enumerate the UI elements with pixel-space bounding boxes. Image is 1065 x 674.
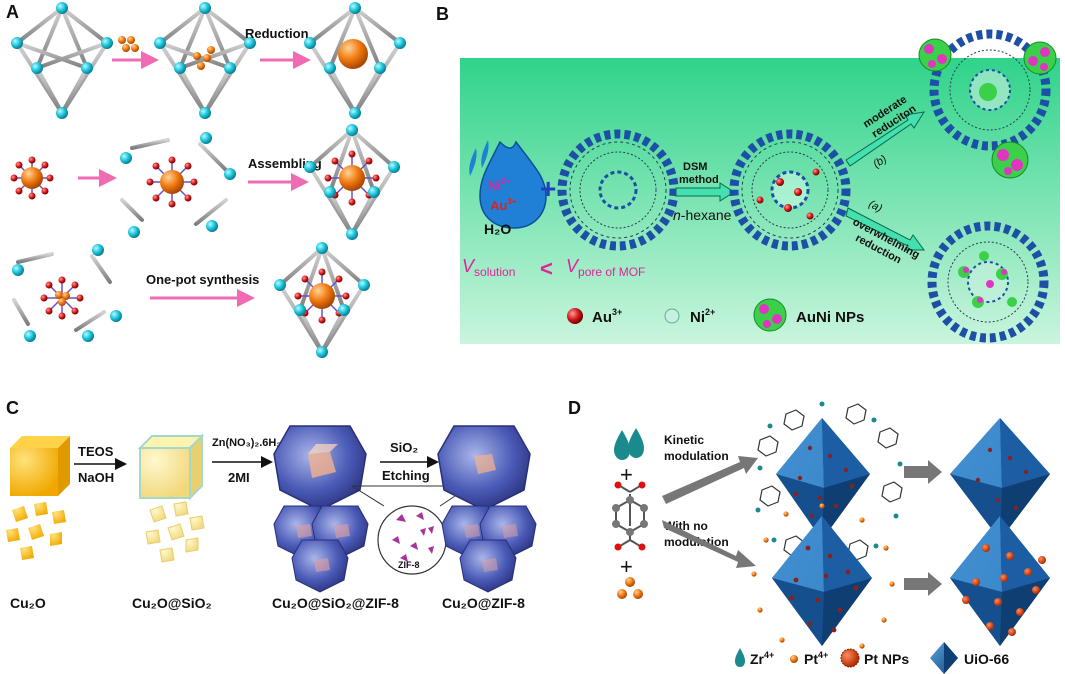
- dsm-label-1: DSM: [683, 161, 707, 173]
- ni-ion-label: Ni2+: [488, 177, 510, 193]
- legend-ptnp-marker: [840, 648, 860, 668]
- panel-b-letter: B: [436, 4, 449, 24]
- ligand-capped-np: [10, 156, 54, 200]
- mof-cage-overwhelm-product: [927, 221, 1049, 343]
- water-drops: [469, 140, 547, 229]
- teos-label: TEOS: [78, 444, 114, 459]
- zif8-inset: ZIF-8: [351, 485, 471, 575]
- reduction-label: Reduction: [245, 26, 309, 41]
- dispersed-components: [120, 132, 236, 238]
- zr-halo: [755, 401, 903, 565]
- legend-np-label: AuNi NPs: [796, 309, 864, 326]
- legend-ptnp-label: Pt NPs: [864, 651, 909, 667]
- zif8-inset-label: ZIF-8: [398, 560, 420, 570]
- panel-a-letter: A: [6, 2, 19, 22]
- octahedron-assembled: [304, 124, 400, 240]
- pt-ion-halo: [751, 503, 895, 649]
- label-cu2o-sio2-zif8: Cu₂O@SiO₂@ZIF-8: [272, 595, 399, 611]
- zif-polyhedron-large-1: [273, 425, 367, 511]
- less-than-sign: <: [540, 256, 553, 281]
- legend-np-marker: [753, 298, 787, 332]
- water-label: H₂O: [484, 221, 511, 237]
- legend-ni-label: Ni2+: [690, 307, 715, 326]
- legend-uio-marker: [930, 642, 958, 674]
- kinetic-label-1: Kinetic: [664, 433, 704, 447]
- zif-polyhedron-large-2: [437, 425, 531, 511]
- zif-cluster-2: [441, 505, 537, 593]
- panel-a: A: [6, 2, 406, 358]
- hexane-label: n-hexane: [673, 207, 732, 223]
- aunl-np-cluster-1: [918, 38, 952, 72]
- legend-uio-label: UiO-66: [964, 651, 1009, 667]
- legend-pt-marker: [790, 655, 798, 663]
- sio2-label: SiO₂: [390, 440, 418, 455]
- octahedron-loaded: [154, 2, 256, 119]
- legend-zr-marker: [735, 648, 745, 667]
- au-ion-label: Au3+: [490, 197, 517, 213]
- plus-sign: +: [540, 173, 556, 204]
- zr-droplets: [614, 428, 644, 460]
- legend-d: Zr4+ Pt4+ Pt NPs UiO-66: [735, 642, 1009, 674]
- panel-c-letter: C: [6, 398, 19, 418]
- arrow-overwhelming: [845, 207, 925, 251]
- uio66-pt-final: [950, 516, 1050, 646]
- pt-ions: [617, 577, 643, 599]
- panel-d-letter: D: [568, 398, 581, 418]
- arrow-dsm: [675, 182, 735, 202]
- overwhelm-tag: (a): [867, 198, 885, 215]
- legend-pt-label: Pt4+: [804, 650, 828, 667]
- label-cu2o: Cu₂O: [10, 595, 46, 611]
- aunl-np-cluster-2: [1023, 41, 1057, 75]
- label-cu2o-sio2: Cu₂O@SiO₂: [132, 595, 212, 611]
- octahedron-empty: [11, 2, 113, 119]
- naoh-label: NaOH: [78, 470, 114, 485]
- legend-b: Au3+ Ni2+ AuNi NPs: [567, 298, 864, 332]
- arrow-kinetic: [662, 456, 758, 504]
- dsm-label-2: method: [679, 174, 719, 186]
- octahedron-one-pot: [274, 242, 370, 358]
- plus-1: +: [620, 462, 633, 487]
- aunl-np-cluster-3: [991, 141, 1029, 179]
- mof-cage-loaded: [729, 129, 851, 251]
- arrow-d-bottom: [904, 572, 942, 596]
- assembling-label: Assembling: [248, 156, 322, 171]
- arrow-d-top: [904, 460, 942, 484]
- v-pore: Vpore of MOF: [566, 256, 645, 279]
- legend-au-label: Au3+: [592, 307, 622, 326]
- zif-cluster-1: [273, 505, 369, 593]
- panel-c: C TEOS NaOH Zn(NO₃)₂.6H₂O 2MI: [6, 398, 537, 611]
- cu2o-particles: [6, 502, 66, 560]
- orange-precursor-dots: [118, 36, 139, 52]
- zn-salt-label: Zn(NO₃)₂.6H₂O: [212, 437, 290, 449]
- cu2o-sio2-particles: [145, 501, 205, 563]
- cu2o-cube: [10, 436, 70, 496]
- legend-zr-label: Zr4+: [750, 650, 774, 667]
- kinetic-label-2: modulation: [664, 449, 729, 463]
- etching-label: Etching: [382, 468, 430, 483]
- label-cu2o-zif8: Cu₂O@ZIF-8: [442, 595, 525, 611]
- mi-label: 2MI: [228, 470, 250, 485]
- legend-au-marker: [567, 308, 583, 324]
- mof-cage-empty: [557, 129, 679, 251]
- arrow-nomod: [662, 520, 756, 568]
- uio66-kinetic-final: [950, 418, 1050, 540]
- panel-d: D + + Kinetic modulation With no m: [568, 398, 1050, 674]
- uio66-kinetic: [776, 418, 870, 540]
- terephthalic-acid: [612, 481, 648, 551]
- cu2o-sio2-cube: [137, 433, 205, 501]
- v-solution: Vsolution: [462, 256, 515, 279]
- mof-cage-moderate-product: [929, 29, 1051, 151]
- octahedron-np: [304, 2, 406, 119]
- uio66-nomod: [772, 516, 872, 646]
- panel-b: B Ni2+ Au3+ H₂O + DSM method n-hexane: [436, 4, 1060, 344]
- one-pot-label: One-pot synthesis: [146, 272, 259, 287]
- plus-2: +: [620, 554, 633, 579]
- one-pot-mixture: [12, 244, 122, 342]
- legend-ni-marker: [664, 308, 680, 324]
- arrow-moderate: [845, 111, 926, 167]
